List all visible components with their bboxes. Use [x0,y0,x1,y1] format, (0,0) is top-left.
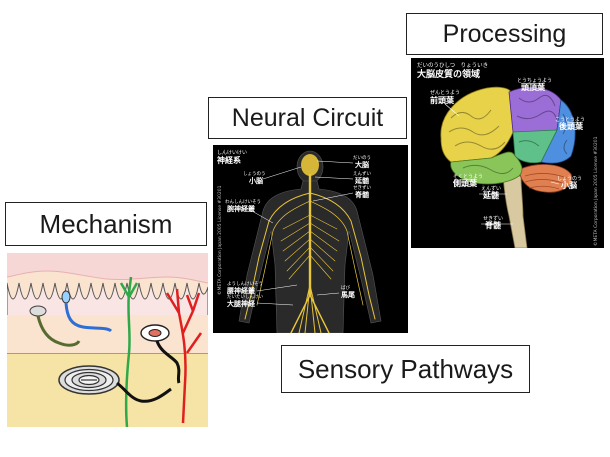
epidermis-layer [7,253,208,283]
brain-title: 大脳皮質の領域 [417,68,480,80]
temporal-lobe-shape [450,151,523,185]
nervous-system-image: しんけいけい 神経系 しょうのう 小脳 わんしんけいそう 腕神経叢 ようしんけい… [213,145,408,333]
nerve-right-ruby-2: せきずい [353,184,371,191]
black-nerve-fiber-lower [116,381,172,403]
parietal-lobe-shape [508,86,562,133]
neural-circuit-label-text: Neural Circuit [231,103,384,132]
nerve-left-name-1: 腕神経叢 [226,204,255,213]
brain-copyright: ©META Corporation Japan 2005 License #30… [592,136,599,246]
nerve-right-ruby-3: ばび [341,284,350,291]
nerve-left-ruby-1: わんしんけいそう [225,198,261,205]
nerve-title-ruby: しんけいけい [217,150,247,156]
cerebellum-shape [518,164,573,193]
parietal-ruby: とうちょうよう [517,78,552,84]
medulla-name: 延髄 [482,190,499,200]
nerve-left-name-2: 腰神経叢 [226,286,255,295]
meissner-corpuscle [29,305,47,317]
parietal-name: 頭頂葉 [521,82,546,92]
cerebellum-name: 小脳 [560,180,577,190]
spinal-name: 脊髄 [484,220,501,230]
nerve-right-name-3: 馬尾 [341,290,355,299]
neural-circuit-label: Neural Circuit [208,97,407,139]
green-nerve-fiber [119,276,139,427]
nerve-right-ruby-1: えんずい [353,170,371,177]
olive-nerve-fiber [36,315,81,347]
nerve-left-ruby-2: ようしんけいそう [227,280,263,287]
nerve-right-name-0: 大脳 [355,160,369,169]
brain-title-ruby: だいのうひしつ りょういき [417,62,488,69]
black-nerve-fiber-upper [155,340,181,384]
nerve-left-name-0: 小脳 [248,176,263,185]
temporal-name: 側頭葉 [452,178,478,188]
frontal-name: 前頭葉 [430,95,455,105]
temporal-ruby: そくとうよう [453,173,483,180]
brain-illustration: だいのうひしつ りょういき 大脳皮質の領域 ぜんとうよう 前頭葉 とうちょうよう… [417,62,599,248]
processing-label: Processing [406,13,603,55]
medulla-ruby: えんずい [481,185,501,192]
occipital-ruby: こうとうよう [555,117,585,123]
nerve-copyright: ©META Corporation Japan 2005 License #30… [216,185,223,295]
processing-label-text: Processing [442,19,567,48]
nervous-system-illustration: しんけいけい 神経系 しょうのう 小脳 わんしんけいそう 腕神経叢 ようしんけい… [216,150,382,333]
blue-nerve-fiber [64,302,113,333]
skin-receptor-diagram [7,253,208,427]
sensory-pathways-label-text: Sensory Pathways [297,353,514,384]
nerve-labels: しんけいけい 神経系 しょうのう 小脳 わんしんけいそう 腕神経叢 ようしんけい… [217,150,371,308]
red-nerve-fiber [165,288,203,424]
skin-illustration [7,253,208,427]
nerve-lines [244,154,376,333]
nerve-title: 神経系 [217,155,241,165]
mechanism-label: Mechanism [5,202,207,246]
mechanism-label-text: Mechanism [39,208,173,239]
nerve-left-name-3: 大腿神経 [227,299,256,308]
occipital-lobe-shape [540,99,576,164]
pacinian-corpuscle [58,365,120,395]
brain-stem-shape [502,175,528,248]
nerve-right-name-2: 脊髄 [354,190,370,199]
occipital-name: 後頭葉 [559,121,584,131]
sensory-pathways-label: Sensory Pathways [281,345,530,393]
frontal-ruby: ぜんとうよう [430,90,460,96]
brain-cortex-image: だいのうひしつ りょういき 大脳皮質の領域 ぜんとうよう 前頭葉 とうちょうよう… [411,58,604,248]
nerve-left-ruby-3: だいたいしんけい [227,294,263,300]
cerebellum-ruby: しょうのう [557,176,582,182]
spinal-ruby: せきずい [483,215,503,222]
nerve-right-name-1: 延髄 [354,176,370,185]
merkel-cell [61,290,71,304]
nerve-left-ruby-0: しょうのう [243,171,266,177]
nerve-right-ruby-0: だいのう [353,155,371,161]
brain-lobe-labels: ぜんとうよう 前頭葉 とうちょうよう 頭頂葉 こうとうよう 後頭葉 そくとうよう… [430,78,585,230]
